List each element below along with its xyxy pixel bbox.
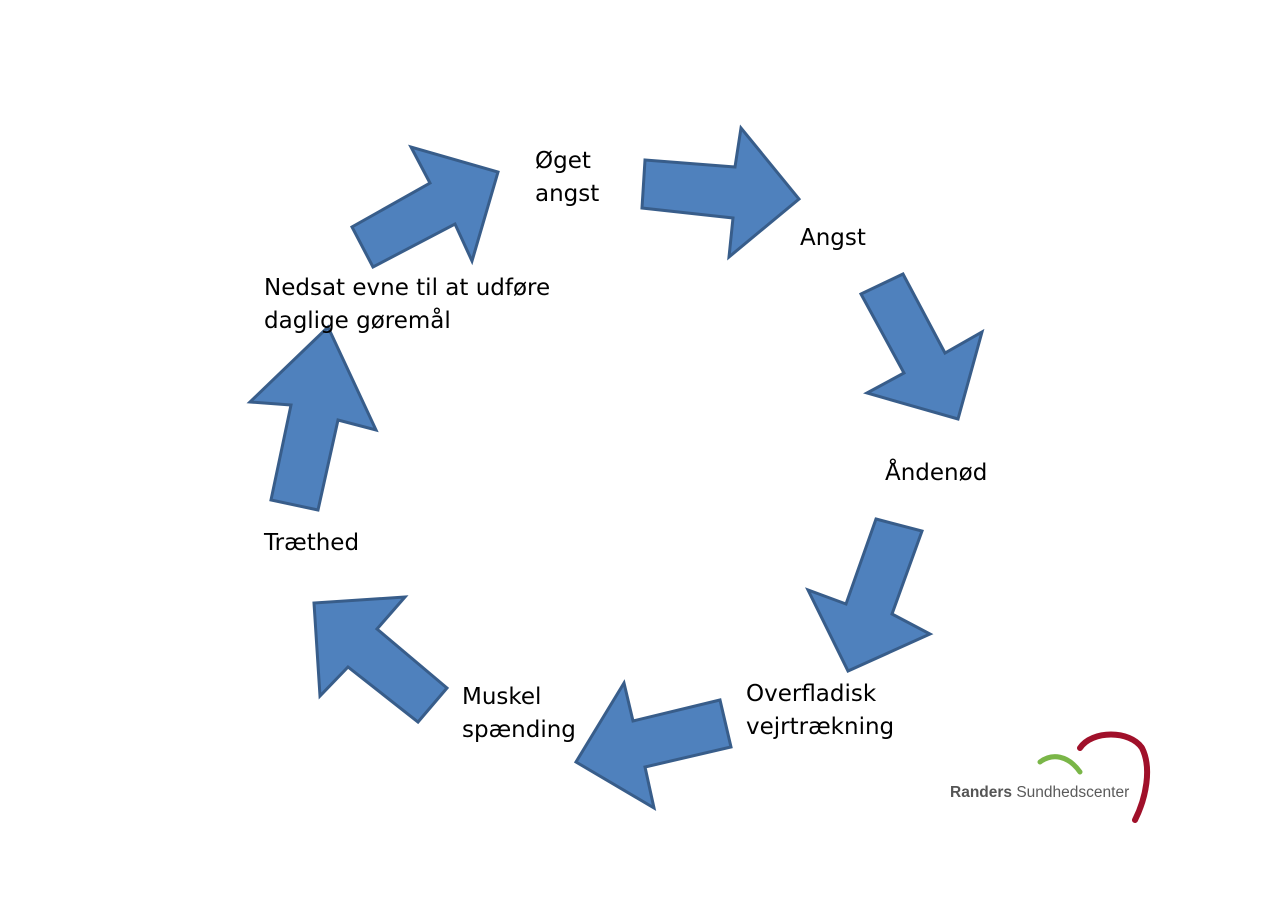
node-oget-angst: Øget angst	[535, 145, 599, 211]
node-label-line: Muskel	[462, 684, 542, 710]
node-angst: Angst	[800, 222, 866, 255]
node-label-line: Nedsat evne til at udføre	[264, 275, 551, 301]
node-label-line: Angst	[800, 225, 866, 251]
logo-mark	[1037, 731, 1151, 823]
logo-name-rest: Sundhedscenter	[1016, 784, 1130, 801]
logo-leaf-icon	[1037, 754, 1083, 775]
node-muskel: Muskel spænding	[462, 681, 576, 747]
node-label-line: spænding	[462, 717, 576, 743]
arrow-overfladisk-to-muskel	[573, 679, 733, 812]
node-label-line: Træthed	[264, 530, 360, 556]
node-traethed: Træthed	[264, 527, 359, 560]
node-label-line: Overfladisk	[746, 681, 877, 707]
node-label-line: vejrtrækning	[746, 714, 895, 740]
arrow-oget-angst-to-angst	[640, 124, 802, 261]
node-label-line: Åndenød	[885, 460, 988, 486]
node-nedsat: Nedsat evne til at udføre daglige gøremå…	[264, 272, 550, 338]
logo-heart-icon	[1077, 731, 1151, 823]
node-label-line: Øget	[535, 148, 591, 174]
node-overfladisk: Overfladisk vejrtrækning	[746, 678, 894, 744]
logo-name-bold: Randers	[950, 784, 1013, 801]
arrow-nedsat-to-oget-angst	[349, 144, 500, 270]
logo-text: Randers Sundhedscenter	[950, 784, 1129, 802]
node-andenod: Åndenød	[885, 457, 987, 490]
arrow-andenod-to-overfladisk	[804, 517, 934, 673]
arrow-angst-to-andenod	[858, 272, 985, 421]
arrow-muskel-to-traethed	[312, 595, 450, 725]
node-label-line: daglige gøremål	[264, 308, 451, 334]
node-label-line: angst	[535, 181, 600, 207]
arrow-traethed-to-nedsat	[246, 324, 379, 512]
